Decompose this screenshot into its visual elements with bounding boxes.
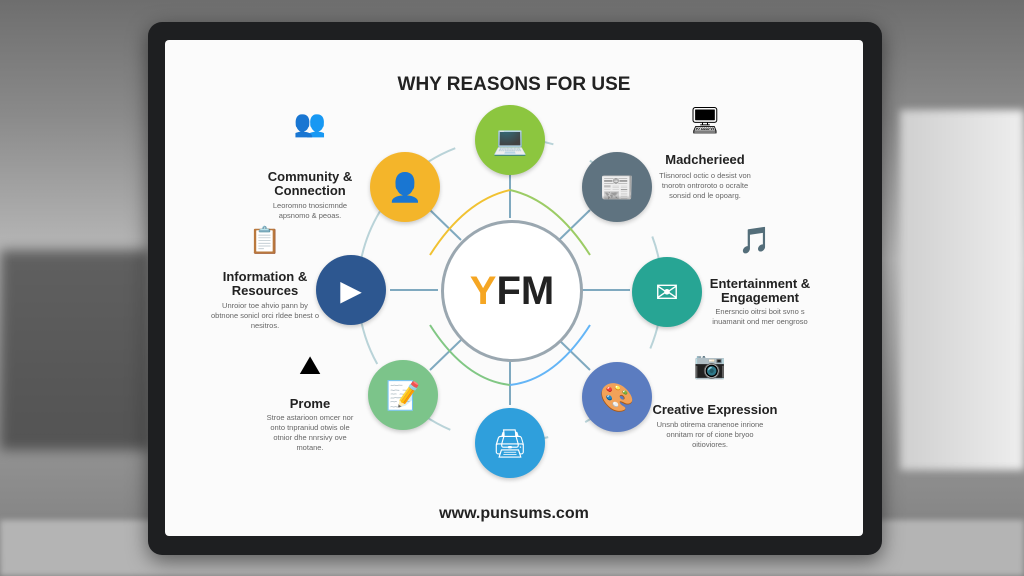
label-creative: Creative Expression [652,402,778,417]
music-video-icon: 🎵 [738,225,772,255]
label-information: Information & Resources [222,269,308,298]
video-monitor-icon: ▶ [340,274,362,306]
people-network-icon: 👥 [293,108,327,138]
document-icon: 📰 [599,171,635,203]
website-url[interactable]: www.punsums.com [439,505,589,522]
background-window [900,110,1024,470]
node-person: 👤 [370,152,440,222]
palette-icon: 🎨 [599,381,635,413]
logo-letters: FM [496,268,555,313]
desc-madcherieed: Tlisnorocl octic o desist von tnorotn on… [659,171,751,200]
laptop-icon: 💻 [492,124,528,156]
label-community: Community & Connection [267,169,353,198]
label-prome: Prome [289,396,331,411]
node-envelope: ✉ [632,257,702,327]
landscape-icon: ⛰ [299,350,321,380]
background-blur-left [0,250,150,450]
desc-community: Leoromno tnosicmnde apsnomo & peoas. [272,201,348,220]
notes-icon: 📝 [385,379,421,411]
envelope-brush-icon: ✉ [655,276,679,308]
spokes [390,175,630,405]
camera-brush-icon: 📷 [693,350,727,380]
person-icon: 👤 [387,171,423,203]
printer-icon: 🖨 [492,427,528,459]
node-document: 📰 [582,152,652,222]
desc-creative: Unsnb otirema cranenoe inrione onnitam r… [656,420,764,449]
label-entertainment: Entertainment & Engagement [709,276,811,305]
document-icon: 📋 [248,225,282,255]
node-laptop: 💻 [475,105,545,175]
desc-prome: Stroe astarioon omcer nor onto tnpraniud… [266,413,354,452]
node-notes: 📝 [368,360,438,430]
desc-entertainment: Enersncio oitrsi boit svno s inuamanit o… [712,307,808,326]
page-title: WHY REASONS FOR USE [397,74,631,95]
node-video: ▶ [316,255,386,325]
label-madcherieed: Madcherieed [665,152,745,167]
node-printer: 🖨 [475,408,545,478]
node-palette: 🎨 [582,362,652,432]
desc-information: Unroior toe ahvio pann by obtnone sonicl… [211,301,319,330]
logo-letter-y: Y [469,268,497,313]
monitor-globe-icon: 🖥 [688,105,722,135]
